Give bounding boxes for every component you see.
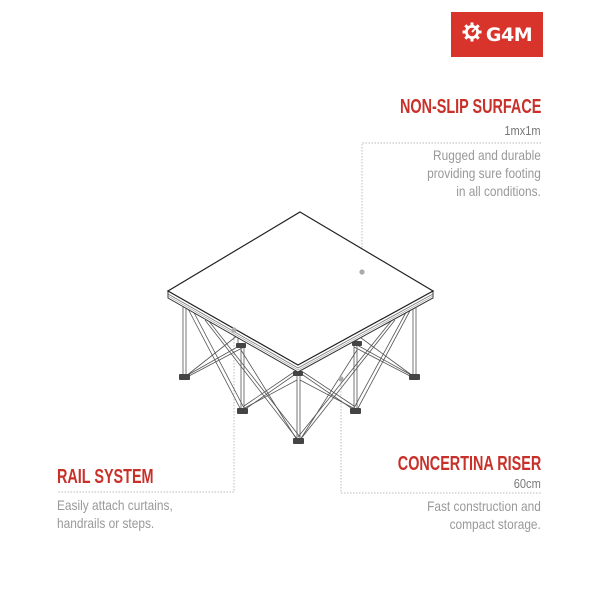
description-line: compact storage. bbox=[449, 516, 541, 532]
logo-text: G4M bbox=[485, 23, 533, 46]
description-line: Rugged and durable bbox=[433, 147, 541, 163]
description-line: in all conditions. bbox=[456, 183, 541, 199]
platform-deck bbox=[166, 211, 435, 373]
gear-gauge-icon bbox=[462, 22, 482, 47]
feature-subtitle-riser: 60cm bbox=[513, 476, 541, 491]
leader-lines bbox=[58, 142, 541, 494]
feature-title-surface: NON-SLIP SURFACE bbox=[399, 96, 541, 118]
description-line: providing sure footing bbox=[427, 165, 541, 181]
leg-feet bbox=[179, 341, 420, 444]
surface-pointer-dot bbox=[359, 269, 365, 275]
brand-logo[interactable]: G4M bbox=[451, 12, 543, 57]
concertina-legs bbox=[182, 300, 417, 441]
feature-description-riser: Fast construction and compact storage. bbox=[427, 497, 541, 533]
description-line: Fast construction and bbox=[427, 498, 541, 514]
description-line: handrails or steps. bbox=[57, 515, 155, 531]
feature-title-rail: RAIL SYSTEM bbox=[57, 466, 154, 488]
rail-pointer-dot bbox=[231, 327, 237, 333]
feature-title-riser: CONCERTINA RISER bbox=[397, 453, 541, 475]
feature-subtitle-surface: 1mx1m bbox=[504, 123, 541, 138]
feature-description-rail: Easily attach curtains, handrails or ste… bbox=[57, 496, 173, 532]
description-line: Easily attach curtains, bbox=[57, 497, 173, 513]
riser-pointer-dot bbox=[338, 376, 344, 382]
feature-description-surface: Rugged and durable providing sure footin… bbox=[427, 146, 541, 200]
